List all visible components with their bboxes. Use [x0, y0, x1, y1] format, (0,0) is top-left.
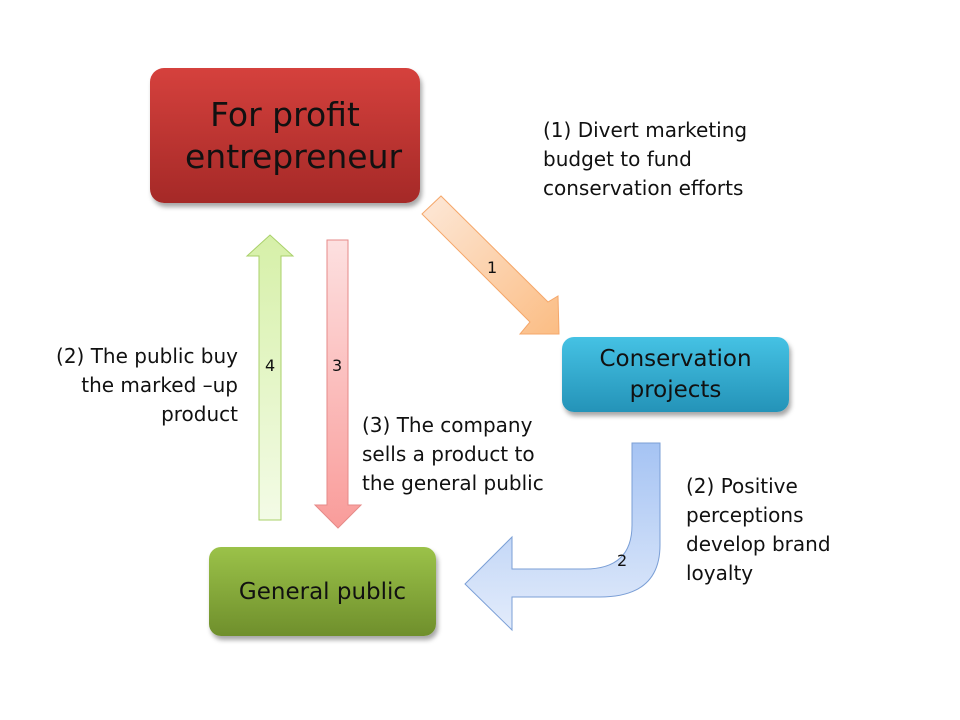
- arrow-4-number: 4: [265, 356, 276, 375]
- node-public: General public: [209, 547, 436, 636]
- arrow-4: [245, 234, 295, 521]
- label-divert: (1) Divert marketing budget to fund cons…: [543, 118, 748, 200]
- node-public-label: General public: [238, 578, 407, 605]
- arrow-2-number: 2: [617, 551, 628, 570]
- label-buy: (2) The public buy the marked –up produc…: [56, 344, 238, 426]
- arrow-1: [421, 195, 560, 335]
- arrow-2: [464, 442, 661, 632]
- node-entrepreneur: For profit entrepreneur: [150, 68, 420, 203]
- label-sells: (3) The company sells a product to the g…: [362, 413, 544, 495]
- node-entrepreneur-label: For profit entrepreneur: [185, 94, 403, 176]
- arrow-3: [313, 239, 363, 529]
- arrow-1-number: 1: [487, 258, 498, 277]
- arrow-3-number: 3: [332, 356, 343, 375]
- label-positive: (2) Positive perceptions develop brand l…: [686, 474, 831, 585]
- node-conservation-label: Conservation projects: [599, 345, 752, 403]
- node-conservation: Conservation projects: [562, 337, 789, 412]
